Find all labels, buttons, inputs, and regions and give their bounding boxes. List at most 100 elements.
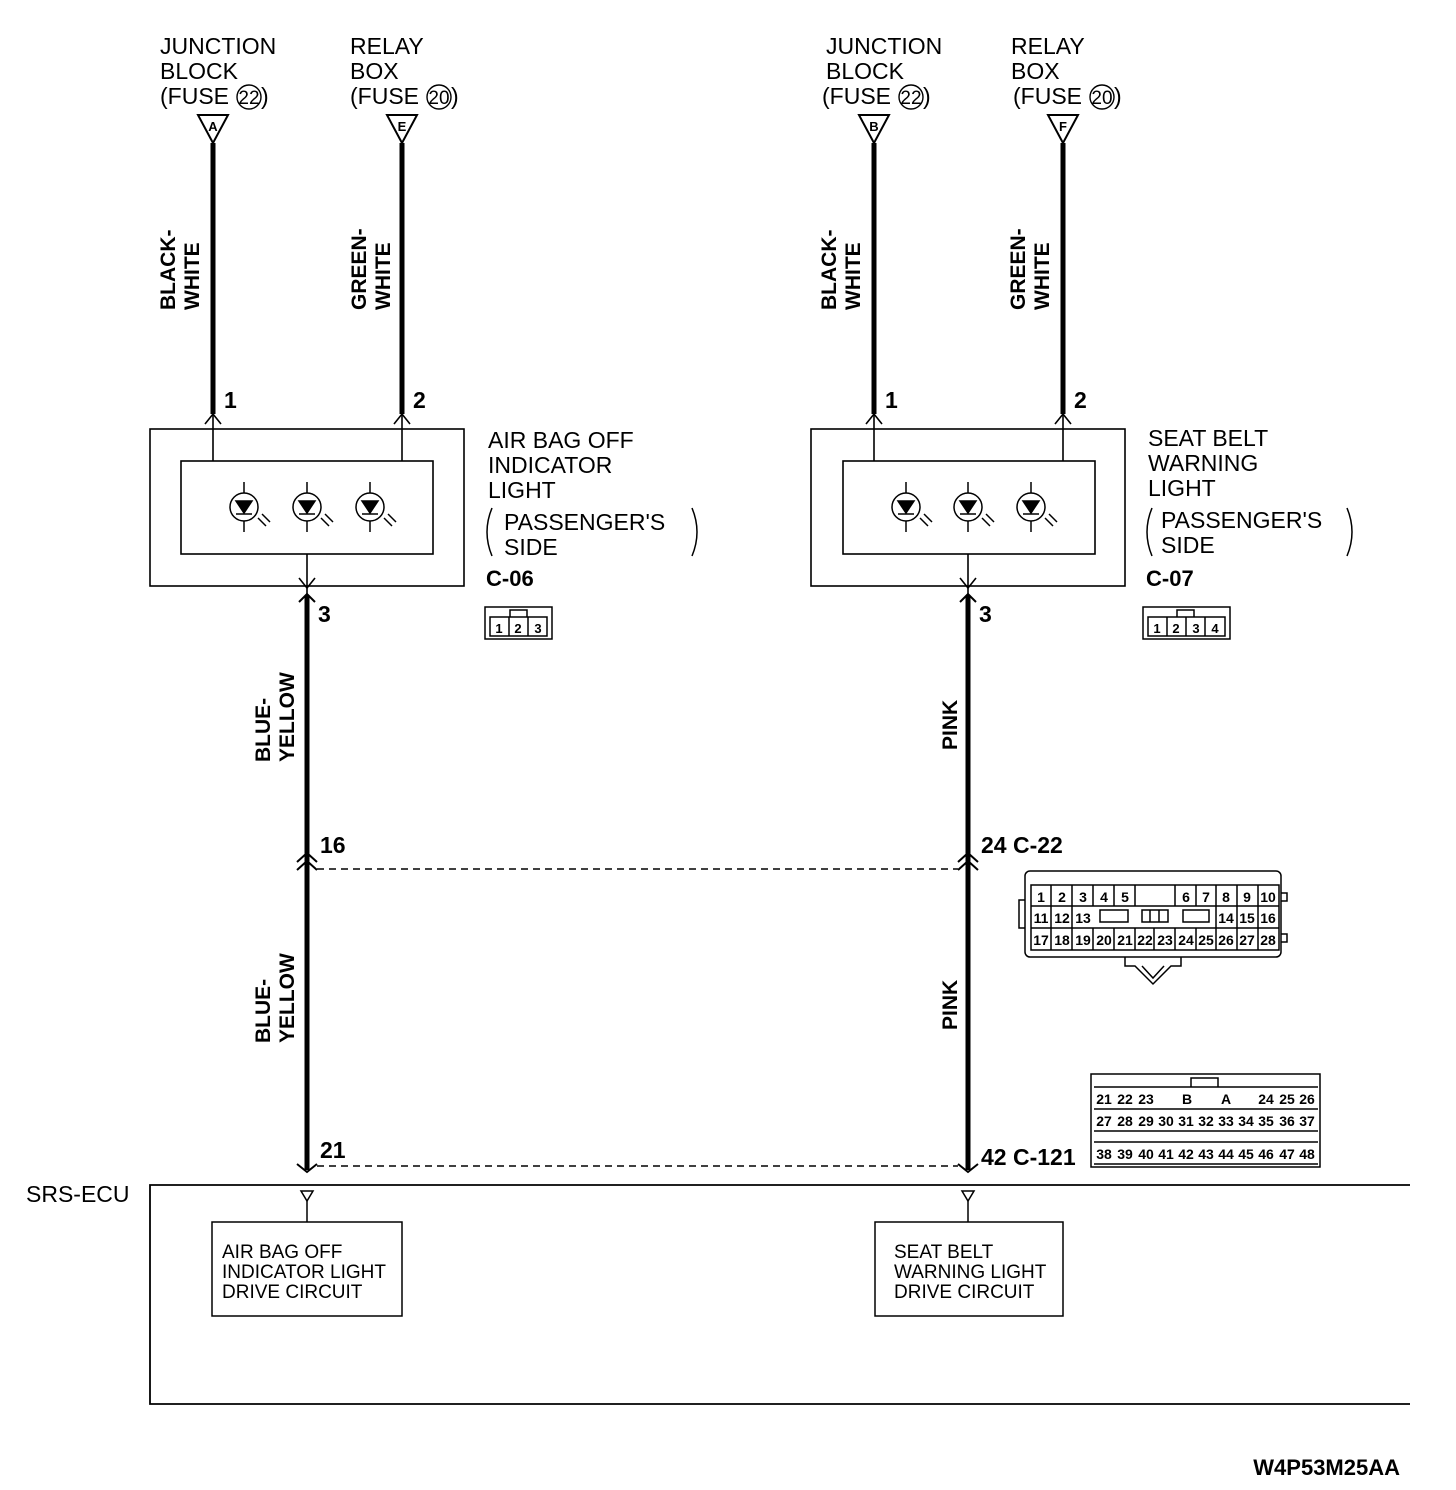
pin-left-3: 3 <box>318 601 331 627</box>
c121-pin: 37 <box>1299 1113 1315 1129</box>
pin-left-16: 16 <box>320 832 346 858</box>
c22-pin: 13 <box>1075 910 1091 926</box>
c07-pin-1: 1 <box>1153 621 1160 636</box>
connector-chevrons <box>296 592 979 1174</box>
c121-pin: 32 <box>1198 1113 1214 1129</box>
pin-arrows-top <box>204 412 1072 461</box>
led-icon <box>229 482 271 532</box>
c22-pin: 21 <box>1117 932 1133 948</box>
pin-right-3: 3 <box>979 601 992 627</box>
srs-ecu-box <box>149 1184 1410 1405</box>
wire-e-color-1: GREEN- <box>348 228 371 310</box>
wire-f-color-2: WHITE <box>1031 242 1054 310</box>
c121-pin: A <box>1221 1091 1231 1107</box>
source-triangle-e <box>385 114 419 146</box>
c22-pin: 28 <box>1260 932 1276 948</box>
seat-belt-drive-circuit-box <box>874 1221 1064 1317</box>
c22-pin: 1 <box>1037 889 1045 905</box>
source-b-line2: BLOCK <box>826 58 905 84</box>
c22-pin: 6 <box>1182 889 1190 905</box>
air-bag-circuit-3: DRIVE CIRCUIT <box>222 1282 363 1303</box>
air-bag-circuit-1: AIR BAG OFF <box>222 1242 342 1263</box>
ecu-inputs <box>299 1190 976 1222</box>
pin-right-42-c121: 42 C-121 <box>981 1144 1076 1170</box>
figure-id: W4P53M25AA <box>1253 1455 1400 1480</box>
pin-left-1: 1 <box>224 387 237 413</box>
c121-pin: 45 <box>1238 1146 1254 1162</box>
c121-pin: 40 <box>1138 1146 1154 1162</box>
c22-pin: 17 <box>1033 932 1049 948</box>
air-bag-name-2: INDICATOR <box>488 452 612 478</box>
source-a-terminal: A <box>208 119 218 134</box>
c121-pin: 31 <box>1178 1113 1194 1129</box>
source-labels: JUNCTION BLOCK (FUSE 22 ) A RELAY BOX (F… <box>160 33 1122 134</box>
pin-right-1: 1 <box>885 387 898 413</box>
source-b-fuse: 22 <box>900 88 921 109</box>
c22-pin: 20 <box>1096 932 1112 948</box>
source-f-line2: BOX <box>1011 58 1060 84</box>
c121-pin: 21 <box>1096 1091 1112 1107</box>
source-f-line1: RELAY <box>1011 33 1085 59</box>
wire-left-upper-1: BLUE- <box>252 698 275 762</box>
wire-a-color-1: BLACK- <box>157 230 180 310</box>
source-f-close: ) <box>1114 83 1122 109</box>
c22-pin: 27 <box>1239 932 1255 948</box>
connector-c07-icon <box>1142 606 1231 640</box>
c22-pin: 11 <box>1034 910 1049 926</box>
air-bag-name-1: AIR BAG OFF <box>488 427 634 453</box>
c22-pin: 22 <box>1137 932 1153 948</box>
c121-pin: 41 <box>1158 1146 1174 1162</box>
upper-wire-labels: BLACK- WHITE GREEN- WHITE BLACK- WHITE G… <box>157 228 1054 310</box>
c121-pin: 26 <box>1299 1091 1315 1107</box>
c22-pin: 26 <box>1218 932 1234 948</box>
source-e-line2: BOX <box>350 58 399 84</box>
c121-pin: 25 <box>1279 1091 1295 1107</box>
c22-pin: 5 <box>1121 889 1129 905</box>
source-e-terminal: E <box>398 119 407 134</box>
c22-pin: 24 <box>1178 932 1194 948</box>
air-bag-drive-circuit-box <box>211 1221 403 1317</box>
seat-belt-light-panel <box>842 460 1096 555</box>
c22-pin: 19 <box>1075 932 1091 948</box>
c121-pin: 35 <box>1258 1113 1274 1129</box>
c22-pin: 10 <box>1260 889 1276 905</box>
c121-pin: 30 <box>1158 1113 1174 1129</box>
c121-pin: 47 <box>1279 1146 1295 1162</box>
air-bag-circuit-2: INDICATOR LIGHT <box>222 1262 386 1283</box>
pin-left-2: 2 <box>413 387 426 413</box>
c22-pin: 8 <box>1222 889 1230 905</box>
source-triangle-f <box>1046 114 1080 146</box>
c121-pin: 42 <box>1178 1146 1194 1162</box>
source-f-line3: (FUSE <box>1013 83 1082 109</box>
wire-f-color-1: GREEN- <box>1007 228 1030 310</box>
pin-right-2: 2 <box>1074 387 1087 413</box>
c121-pin: 39 <box>1117 1146 1133 1162</box>
connector-c22-icon <box>1018 870 1288 986</box>
source-triangle-a <box>196 114 230 146</box>
c121-pin: 23 <box>1138 1091 1154 1107</box>
seat-belt-circuit-1: SEAT BELT <box>894 1242 994 1263</box>
source-b-terminal: B <box>869 119 878 134</box>
seat-belt-sub-2: SIDE <box>1161 532 1215 558</box>
wire-right-upper: PINK <box>939 700 962 750</box>
seat-belt-name-1: SEAT BELT <box>1148 425 1268 451</box>
c121-pin: 48 <box>1299 1146 1315 1162</box>
c121-pin: 43 <box>1198 1146 1214 1162</box>
air-bag-sub-1: PASSENGER'S <box>504 509 665 535</box>
source-a-close: ) <box>261 83 269 109</box>
c22-pin: 7 <box>1202 889 1210 905</box>
source-e-fuse: 20 <box>428 88 449 109</box>
source-f-fuse: 20 <box>1091 88 1112 109</box>
led-icon <box>292 482 334 532</box>
c121-pin: 34 <box>1238 1113 1254 1129</box>
source-f-terminal: F <box>1059 119 1067 134</box>
c22-pin: 3 <box>1079 889 1087 905</box>
led-icon <box>953 482 995 532</box>
pin-numbers: 1 2 3 1 2 3 16 24 C-22 21 42 C-121 <box>224 387 1087 1170</box>
led-icon <box>355 482 397 532</box>
c22-pin: 18 <box>1054 932 1070 948</box>
source-a-line1: JUNCTION <box>160 33 276 59</box>
c07-pin-3: 3 <box>1192 621 1199 636</box>
c121-pin: B <box>1182 1091 1192 1107</box>
c22-pin: 12 <box>1054 910 1070 926</box>
